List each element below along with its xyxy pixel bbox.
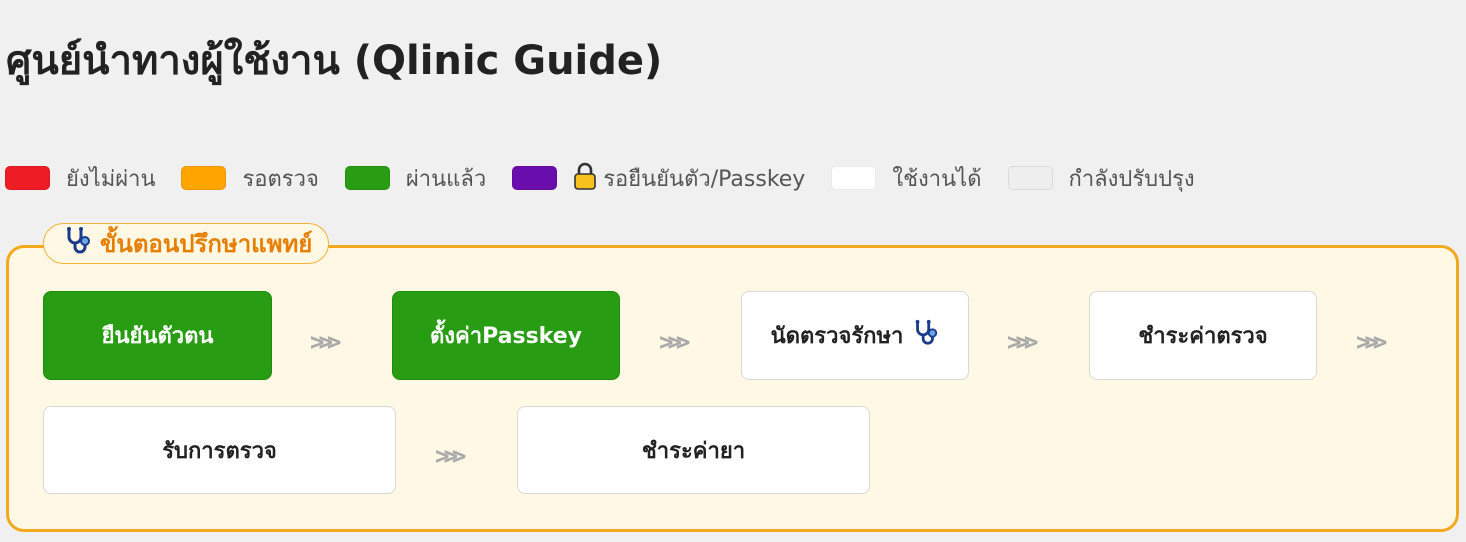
step-book-appointment[interactable]: นัดตรวจรักษา bbox=[741, 291, 969, 380]
step-label: ชำระค่ายา bbox=[641, 438, 746, 464]
step-pay-exam-fee[interactable]: ชำระค่าตรวจ bbox=[1089, 291, 1317, 380]
legend-label: กำลังปรับปรุง bbox=[1068, 166, 1195, 192]
legend-item-not-passed: ยังไม่ผ่าน bbox=[5, 161, 155, 196]
stethoscope-icon bbox=[62, 226, 92, 262]
legend-swatch-purple bbox=[512, 166, 558, 190]
step-arrow: >>> bbox=[310, 328, 341, 356]
panel-title: ขั้นตอนปรึกษาแพทย์ bbox=[43, 223, 330, 264]
legend-item-pending-review: รอตรวจ bbox=[181, 161, 319, 196]
step-label: ยืนยันตัวตน bbox=[101, 324, 214, 349]
legend-label: รอตรวจ bbox=[242, 166, 319, 192]
legend-swatch-red bbox=[5, 166, 50, 190]
stethoscope-icon bbox=[911, 319, 939, 353]
legend-item-maintenance: กำลังปรับปรุง bbox=[1007, 161, 1195, 196]
step-arrow: >>> bbox=[1007, 328, 1038, 356]
page-title: ศูนย์นำทางผู้ใช้งาน (Qlinic Guide) bbox=[6, 38, 663, 84]
legend-swatch-orange bbox=[181, 166, 227, 190]
status-legend: ยังไม่ผ่าน รอตรวจ ผ่านแล้ว รอยืนยันตัว/P… bbox=[5, 160, 1221, 196]
lock-icon bbox=[573, 162, 597, 194]
step-label: ตั้งค่าPasskey bbox=[430, 324, 582, 349]
step-verify-identity[interactable]: ยืนยันตัวตน bbox=[43, 291, 272, 380]
step-label: นัดตรวจรักษา bbox=[770, 324, 904, 349]
legend-item-awaiting-passkey: รอยืนยันตัว/Passkey bbox=[512, 161, 805, 196]
step-arrow: >>> bbox=[659, 328, 690, 356]
step-label: ชำระค่าตรวจ bbox=[1138, 324, 1268, 349]
legend-swatch-white bbox=[831, 166, 877, 190]
step-arrow: >>> bbox=[1356, 328, 1387, 356]
step-arrow: >>> bbox=[435, 442, 466, 470]
legend-label: ผ่านแล้ว bbox=[405, 166, 487, 192]
legend-swatch-gray bbox=[1007, 166, 1053, 190]
legend-item-passed: ผ่านแล้ว bbox=[344, 161, 487, 196]
panel-title-text: ขั้นตอนปรึกษาแพทย์ bbox=[100, 230, 313, 258]
legend-swatch-green bbox=[344, 166, 390, 190]
step-label: รับการตรวจ bbox=[162, 438, 277, 464]
step-setup-passkey[interactable]: ตั้งค่าPasskey bbox=[392, 291, 620, 380]
legend-item-available: ใช้งานได้ bbox=[831, 161, 982, 196]
step-pay-medicine[interactable]: ชำระค่ายา bbox=[517, 406, 870, 494]
legend-label: รอยืนยันตัว/Passkey bbox=[603, 166, 806, 192]
legend-label: ใช้งานได้ bbox=[892, 166, 982, 192]
step-receive-exam[interactable]: รับการตรวจ bbox=[43, 406, 396, 494]
legend-label: ยังไม่ผ่าน bbox=[66, 166, 156, 192]
